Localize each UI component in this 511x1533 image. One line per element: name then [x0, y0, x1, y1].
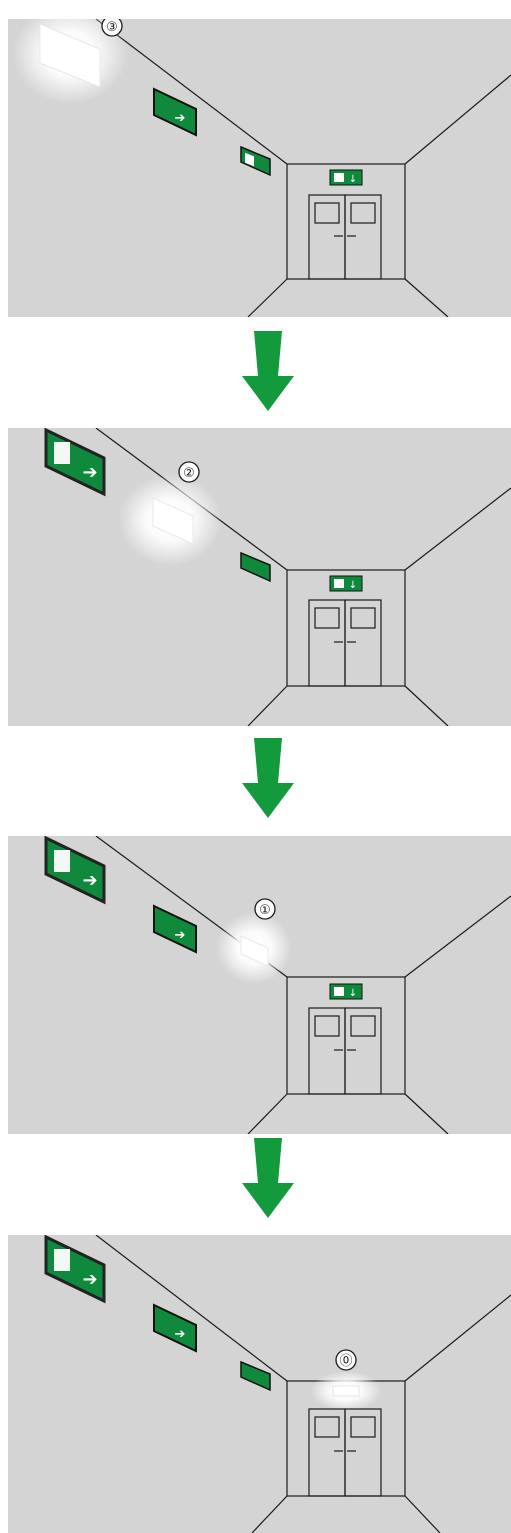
corridor-panel-4: ➔ ➔ ⓪ — [8, 1235, 511, 1533]
arrow-down-icon — [242, 331, 294, 411]
svg-text:➔: ➔ — [82, 870, 97, 891]
arrow-down-icon — [242, 1138, 294, 1218]
step-label: ① — [259, 903, 271, 918]
svg-text:↓: ↓ — [349, 174, 357, 185]
step-label: ② — [183, 466, 195, 481]
svg-text:➔: ➔ — [175, 111, 186, 126]
step-label: ③ — [106, 20, 118, 35]
corridor-panel-3: ↓ ➔ ➔ ① — [8, 836, 511, 1134]
exit-sign-door: ↓ — [330, 576, 362, 591]
svg-text:➔: ➔ — [175, 928, 186, 943]
svg-text:➔: ➔ — [82, 1269, 97, 1290]
corridor-panel-1: ↓ ➔ ③ — [8, 19, 511, 317]
emergency-light-icon — [118, 474, 222, 566]
emergency-light-icon — [310, 1371, 382, 1411]
exit-sign-door: ↓ — [330, 170, 362, 185]
svg-text:↓: ↓ — [349, 988, 357, 999]
svg-text:➔: ➔ — [175, 1327, 186, 1342]
svg-text:↓: ↓ — [349, 580, 357, 591]
exit-sign-door: ↓ — [330, 984, 362, 999]
step-label: ⓪ — [339, 1354, 352, 1369]
emergency-light-icon — [216, 912, 292, 984]
corridor-panel-2: ↓ ➔ ② — [8, 428, 511, 726]
svg-text:➔: ➔ — [82, 462, 97, 483]
arrow-down-icon — [242, 738, 294, 818]
